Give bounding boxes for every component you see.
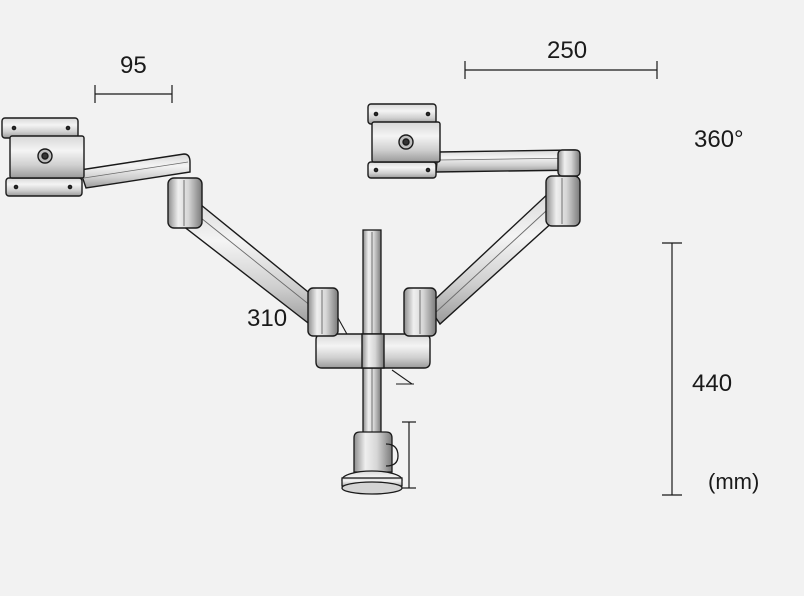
dimension-line-clamp: [402, 421, 416, 489]
dimension-line-250: [464, 61, 658, 79]
right-elbow-joint: [545, 175, 581, 227]
center-hub: [315, 333, 431, 369]
dimension-leader-310: [337, 317, 414, 385]
dimension-line-440: [662, 242, 682, 496]
right-lower-arm: [403, 188, 567, 337]
left-elbow-joint: [167, 177, 203, 229]
dimension-label-440: 440: [692, 370, 733, 397]
dimension-line-95: [94, 85, 173, 103]
right-vesa-plate: [367, 103, 441, 179]
dimension-label-360: 360°: [694, 126, 744, 153]
desk-clamp: [341, 431, 403, 495]
left-upper-arm: [79, 153, 191, 189]
right-upper-arm: [435, 149, 581, 177]
left-vesa-plate: [1, 117, 85, 197]
dimension-label-250: 250: [547, 37, 588, 64]
dimension-label-310: 310: [247, 305, 288, 332]
left-lower-arm: [177, 194, 339, 337]
dimension-label-95: 95: [120, 52, 147, 79]
unit-label: (mm): [708, 469, 760, 494]
